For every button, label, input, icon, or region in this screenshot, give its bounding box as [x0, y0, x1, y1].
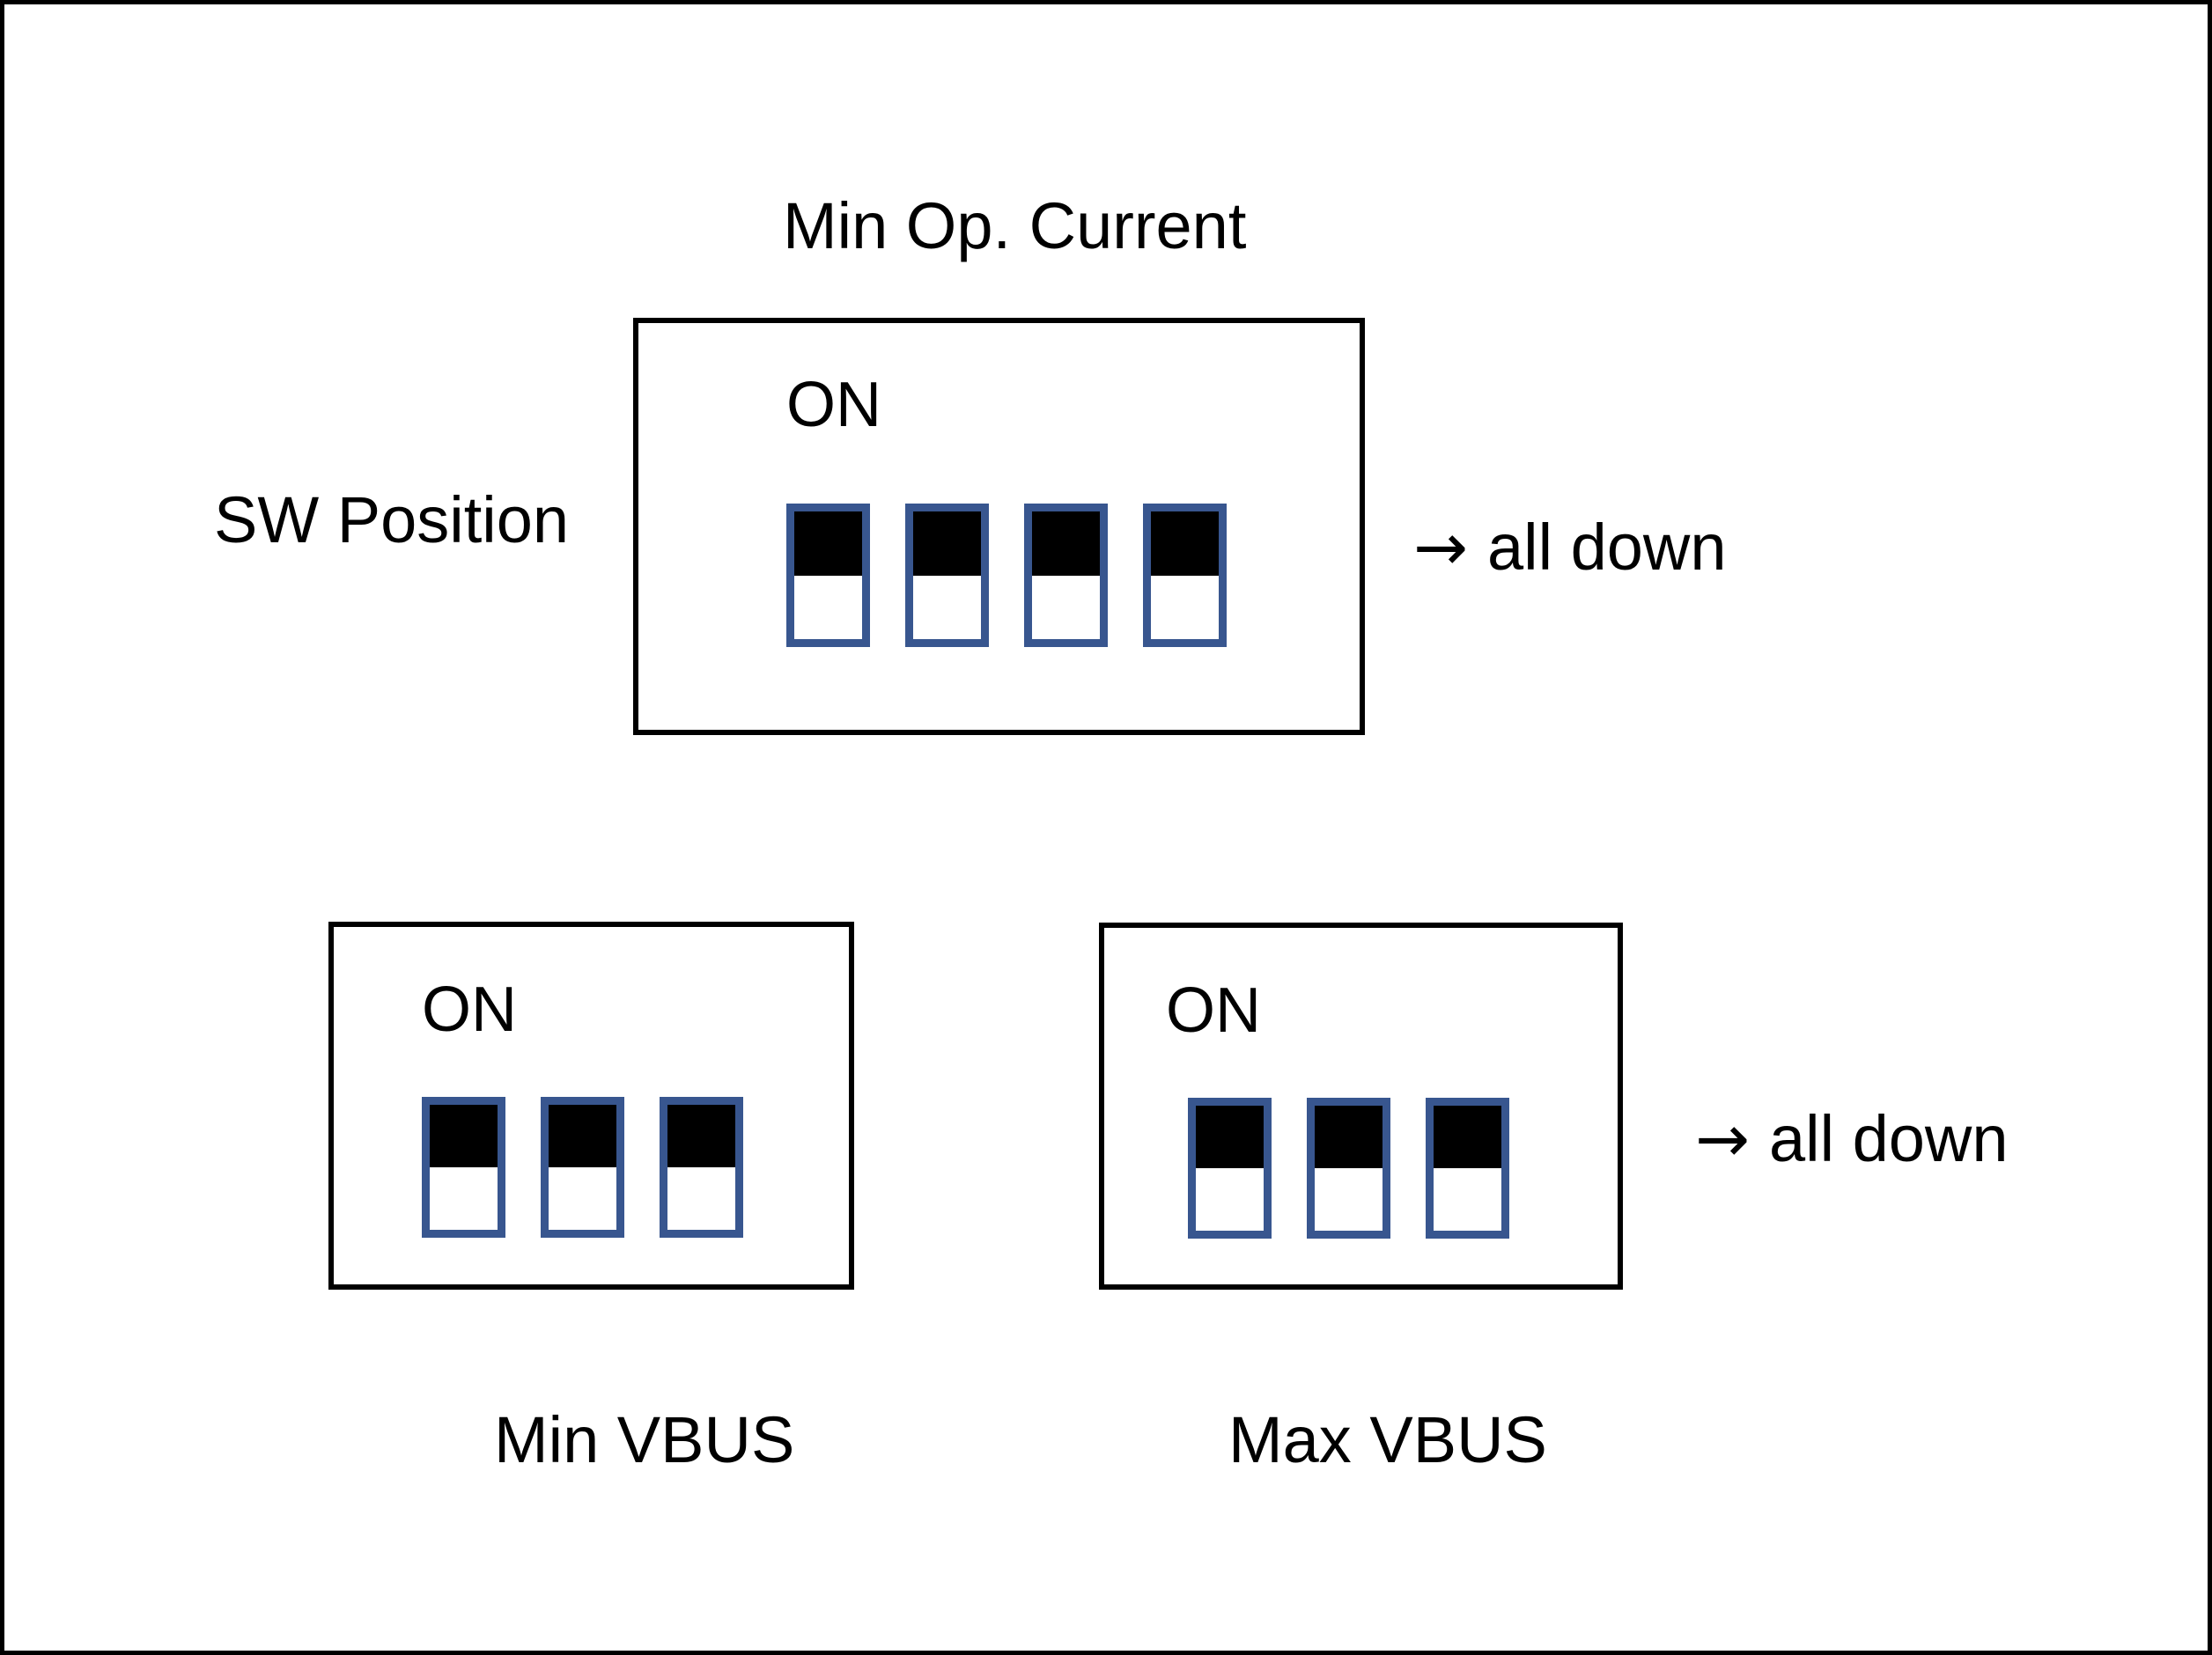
dip-switch-4[interactable] — [1143, 504, 1227, 647]
switch-toggle-up-half — [1315, 1106, 1382, 1168]
dip-switch-2[interactable] — [541, 1097, 624, 1238]
switch-empty-down-half — [430, 1167, 498, 1230]
caption-min-vbus: Min VBUS — [494, 1408, 794, 1473]
switch-row-min-op-current — [786, 504, 1227, 647]
dip-package-max-vbus[interactable]: ON — [1099, 923, 1623, 1290]
title-text: Min Op. Current — [783, 189, 1247, 262]
switch-toggle-up-half — [1434, 1106, 1501, 1168]
switch-empty-down-half — [1151, 575, 1219, 639]
switch-toggle-up-half — [794, 511, 862, 576]
dip-switch-1[interactable] — [786, 504, 870, 647]
dip-switch-1[interactable] — [1188, 1098, 1272, 1239]
dip-switch-3[interactable] — [1426, 1098, 1509, 1239]
switch-toggle-up-half — [430, 1105, 498, 1167]
switch-row-max-vbus — [1188, 1098, 1509, 1239]
switch-empty-down-half — [1434, 1168, 1501, 1231]
note-text: all down — [1769, 1102, 2009, 1175]
dip-switch-3[interactable] — [1024, 504, 1108, 647]
dip-switch-2[interactable] — [905, 504, 989, 647]
switch-toggle-up-half — [1032, 511, 1100, 576]
switch-empty-down-half — [913, 575, 981, 639]
on-label: ON — [1166, 975, 1261, 1046]
switch-toggle-up-half — [913, 511, 981, 576]
switch-empty-down-half — [1196, 1168, 1264, 1231]
note-text: all down — [1487, 511, 1727, 584]
switch-row-min-vbus — [422, 1097, 743, 1238]
note-min-op-current: → all down — [1413, 510, 1727, 585]
on-label: ON — [422, 975, 517, 1045]
right-arrow-icon: → — [1695, 1101, 1751, 1177]
switch-toggle-up-half — [667, 1105, 735, 1167]
switch-empty-down-half — [1315, 1168, 1382, 1231]
dip-switch-2[interactable] — [1307, 1098, 1390, 1239]
sw-position-label: SW Position — [214, 488, 569, 553]
on-label: ON — [786, 370, 881, 440]
right-arrow-icon: → — [1413, 510, 1469, 585]
dip-package-min-op-current[interactable]: ON — [633, 318, 1365, 735]
switch-empty-down-half — [549, 1167, 616, 1230]
dip-switch-1[interactable] — [422, 1097, 505, 1238]
note-max-vbus: → all down — [1695, 1101, 2009, 1177]
switch-empty-down-half — [1032, 575, 1100, 639]
caption-text: Min VBUS — [494, 1403, 795, 1476]
caption-max-vbus: Max VBUS — [1228, 1408, 1547, 1473]
switch-empty-down-half — [794, 575, 862, 639]
caption-text: Max VBUS — [1228, 1403, 1547, 1476]
sw-position-text: SW Position — [214, 483, 570, 556]
dip-switch-3[interactable] — [660, 1097, 743, 1238]
switch-toggle-up-half — [1196, 1106, 1264, 1168]
dip-package-min-vbus[interactable]: ON — [328, 922, 854, 1290]
min-op-current-title: Min Op. Current — [783, 194, 1246, 259]
switch-toggle-up-half — [1151, 511, 1219, 576]
switch-toggle-up-half — [549, 1105, 616, 1167]
switch-empty-down-half — [667, 1167, 735, 1230]
